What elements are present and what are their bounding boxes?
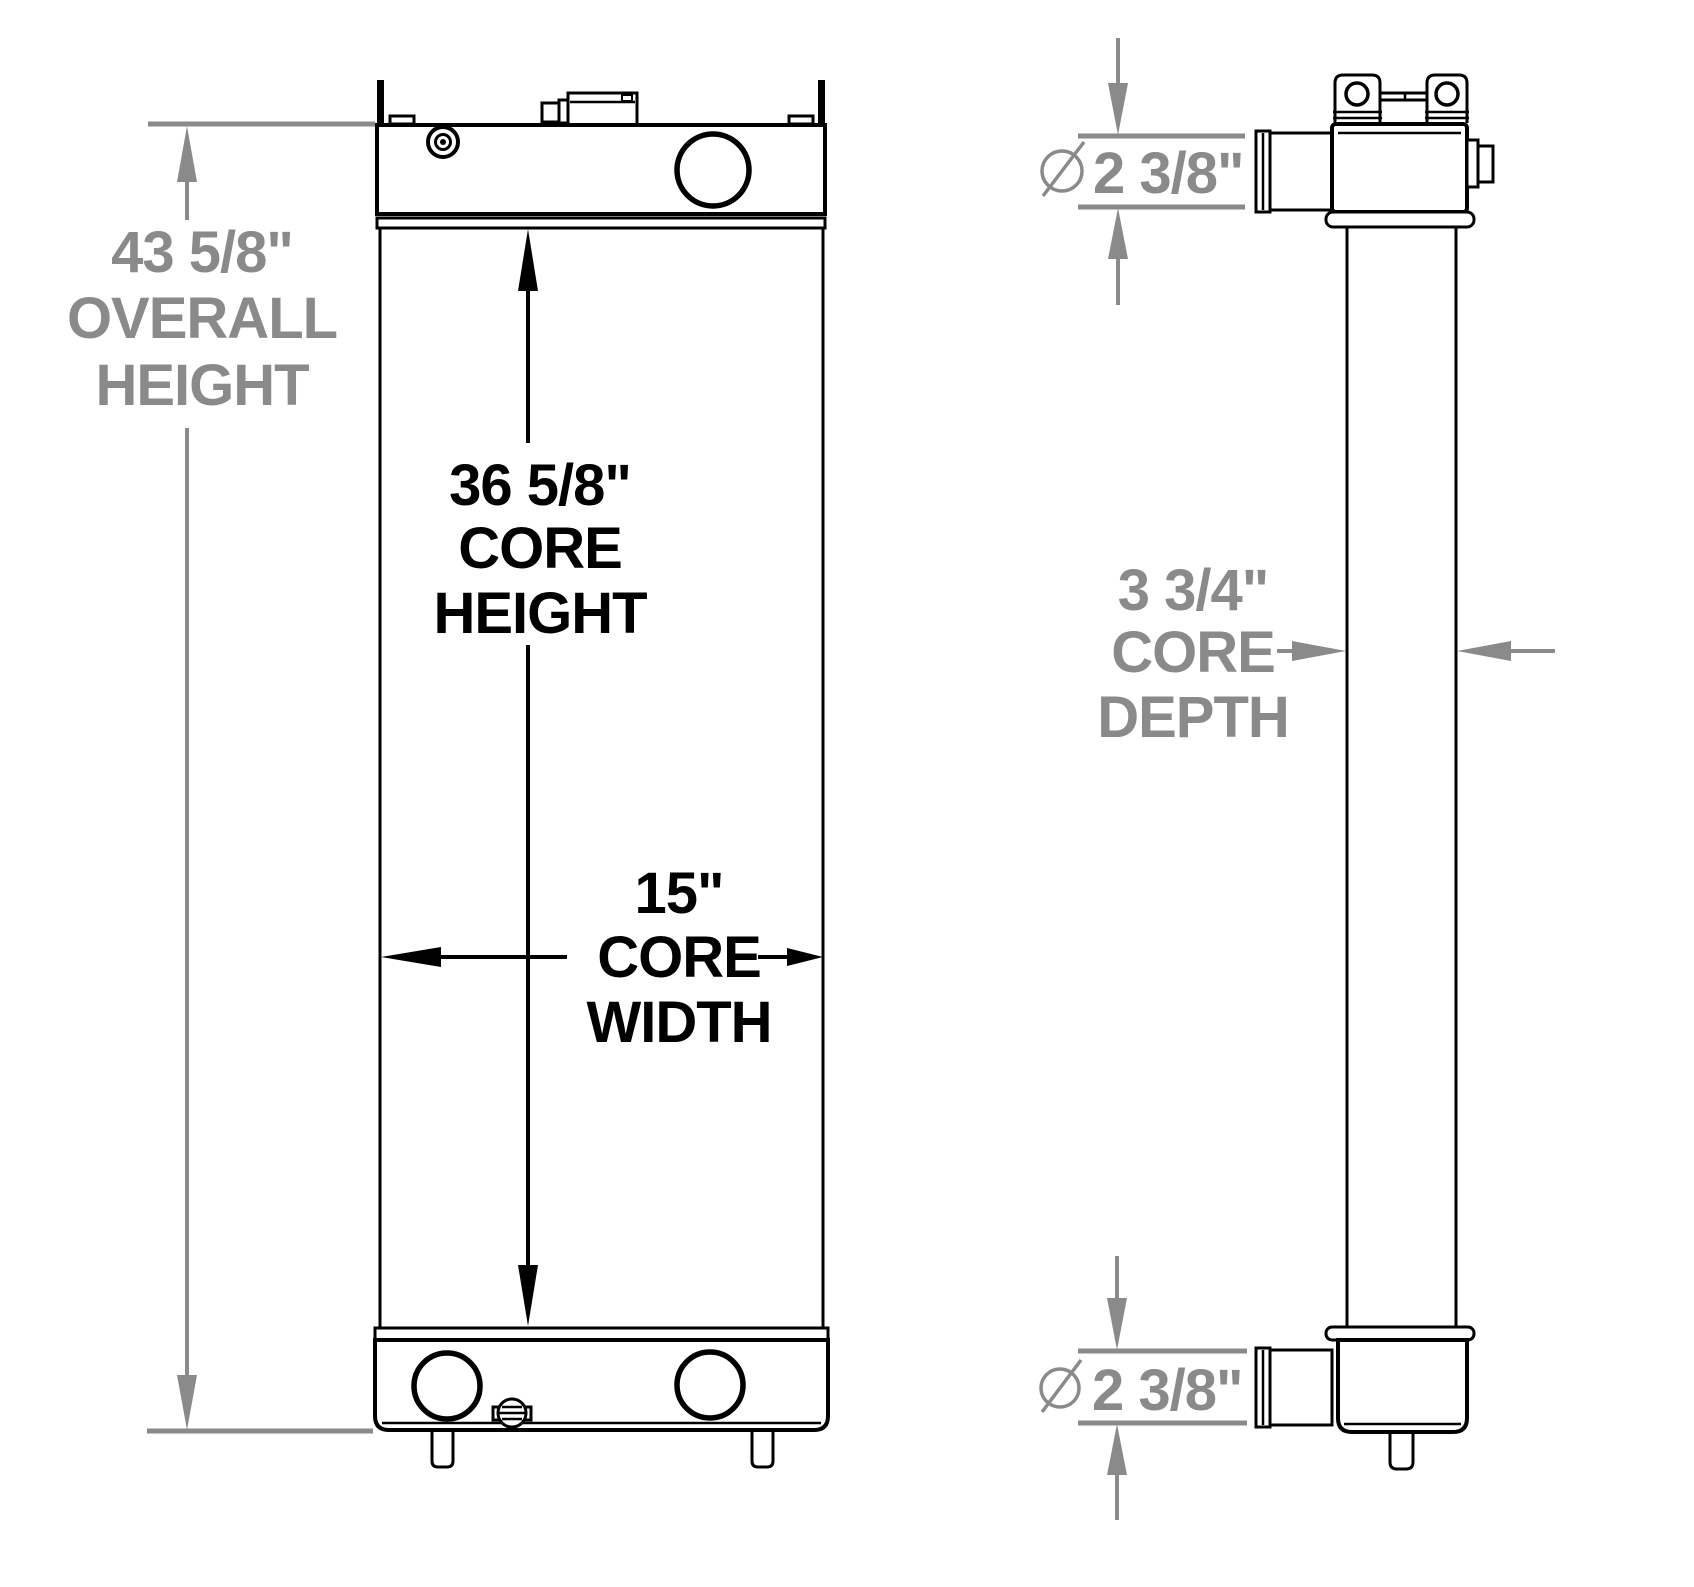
diameter-icon-slash (1041, 140, 1086, 198)
front-tab-foot-left (388, 114, 416, 126)
bottom-port-diameter-dimension: 2 3/8" (1039, 1256, 1247, 1520)
front-view (373, 80, 830, 1469)
front-inlet-opening (674, 131, 752, 209)
side-top-port (1268, 131, 1334, 212)
overall-height-dimension: 43 5/8" OVERALL HEIGHT (67, 121, 375, 1434)
side-bracket-left-hole (1344, 81, 1370, 107)
bottom-port-arrow-down-icon (1107, 1298, 1127, 1350)
core-depth-label-word1: CORE (1111, 620, 1275, 685)
core-depth-label-word2: DEPTH (1097, 685, 1289, 750)
front-foot-left (430, 1430, 455, 1469)
side-top-fitting-cap (1476, 144, 1495, 184)
side-view (1254, 73, 1495, 1471)
bottom-port-diameter-value: 2 3/8" (1092, 1358, 1243, 1423)
core-height-dimension: 36 5/8" CORE HEIGHT (433, 229, 648, 1326)
front-outlet-opening-right (674, 1349, 746, 1421)
diameter-icon-circle (1039, 1367, 1081, 1409)
core-width-label-value: 15" (634, 861, 723, 926)
front-bleed-port-outer (426, 125, 460, 159)
side-bottom-port (1268, 1348, 1334, 1427)
core-height-label-word1: CORE (458, 516, 622, 581)
front-top-tank (375, 123, 827, 216)
core-depth-dimension: 3 3/4" CORE DEPTH (1097, 558, 1555, 750)
front-filler-cap-notch (621, 94, 633, 102)
core-width-label-word2: WIDTH (586, 990, 771, 1055)
core-height-label-value: 36 5/8" (449, 453, 631, 518)
front-bleed-port-center (440, 139, 446, 145)
side-top-fitting-neck (1465, 138, 1480, 189)
front-outlet-opening-left (411, 1350, 483, 1422)
front-tab-foot-right (787, 114, 815, 126)
top-port-diameter-value: 2 3/8" (1093, 141, 1244, 206)
front-core (378, 226, 825, 1330)
bottom-port-arrow-up-icon (1107, 1424, 1127, 1475)
core-height-arrow-up-icon (518, 229, 538, 291)
side-foot (1388, 1432, 1415, 1471)
front-filler-neck (540, 101, 562, 124)
side-bottom-tank (1336, 1338, 1469, 1434)
diameter-icon-slash (1040, 1358, 1083, 1414)
overall-height-arrow-down-icon (177, 1375, 197, 1430)
core-depth-arrow-right-icon (1292, 641, 1346, 661)
overall-height-label-word1: OVERALL (67, 286, 337, 351)
core-height-label-word2: HEIGHT (433, 581, 647, 646)
top-port-arrow-up-icon (1108, 208, 1128, 259)
side-top-tank (1330, 122, 1469, 214)
side-top-tank-lip (1324, 210, 1476, 229)
diameter-icon (1039, 1358, 1083, 1414)
core-width-dimension: 15" CORE WIDTH (381, 861, 823, 1055)
core-depth-arrow-left-icon (1457, 641, 1511, 661)
core-depth-label-value: 3 3/4" (1118, 558, 1269, 623)
top-port-arrow-down-icon (1108, 83, 1128, 135)
front-foot-right (750, 1430, 775, 1469)
front-bleed-port-inner (434, 133, 452, 151)
diameter-icon-circle (1040, 149, 1084, 193)
overall-height-label-word2: HEIGHT (95, 353, 309, 418)
top-port-diameter-dimension: 2 3/8" (1040, 38, 1245, 305)
core-width-arrow-right-icon (787, 948, 823, 966)
core-height-arrow-down-icon (518, 1265, 538, 1326)
front-bottom-tank (373, 1338, 830, 1432)
overall-height-arrow-up-icon (177, 126, 197, 182)
overall-height-label-value: 43 5/8" (111, 220, 293, 285)
core-width-label-word1: CORE (597, 925, 761, 990)
core-width-arrow-left-icon (381, 947, 441, 967)
diameter-icon (1040, 140, 1086, 198)
side-bracket-right-hole (1434, 81, 1460, 107)
